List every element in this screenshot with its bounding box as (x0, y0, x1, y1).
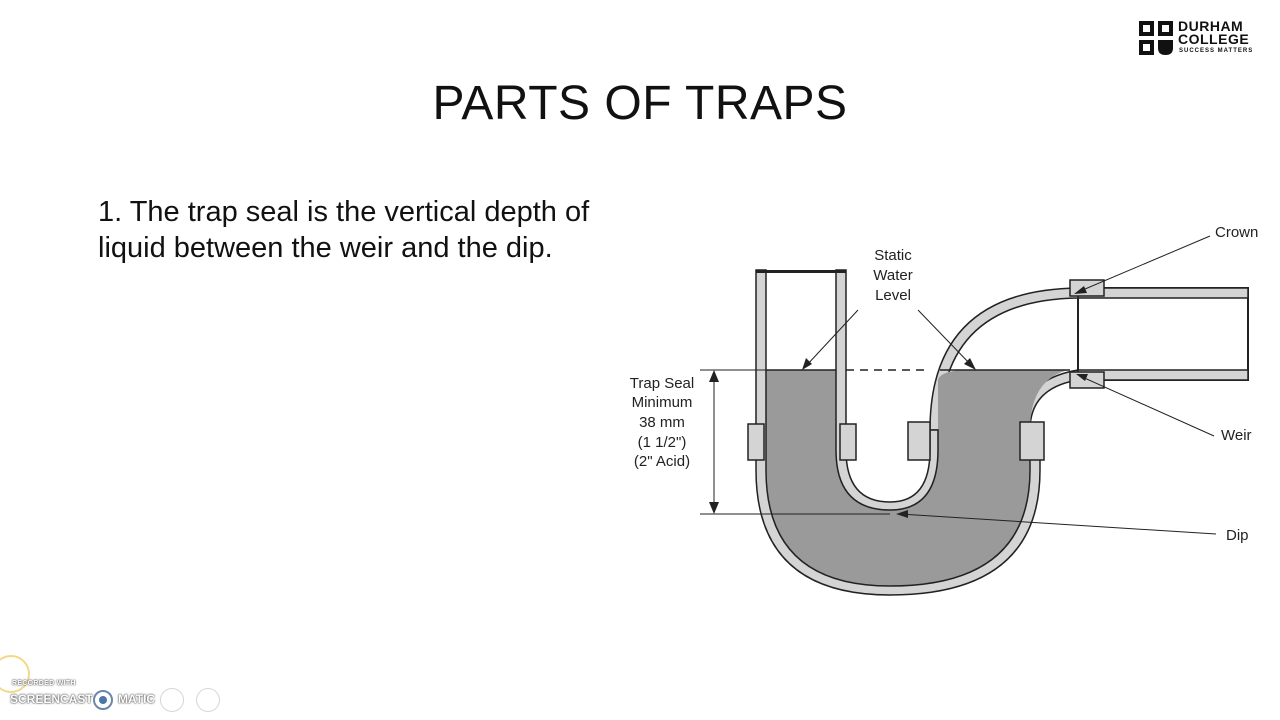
fitting-right-outer (1019, 421, 1045, 461)
more-options-icon[interactable] (196, 688, 220, 712)
shield-logo-icon (1139, 21, 1173, 55)
trap-seal-arrow-down (709, 502, 719, 514)
screencast-logo-icon (93, 690, 113, 710)
label-static-3: Level (875, 287, 911, 304)
label-trap-seal-4: (1 1/2") (638, 434, 687, 451)
watermark-brand-right: MATIC (118, 692, 156, 706)
weir-leader-arrow (1076, 374, 1088, 381)
outlet-pipe (1077, 287, 1249, 381)
label-crown: Crown (1215, 224, 1258, 241)
label-weir: Weir (1221, 427, 1252, 444)
fitting-crown-bottom (1069, 371, 1105, 389)
dip-leader-arrow (896, 510, 908, 518)
label-trap-seal-1: Trap Seal (630, 375, 694, 392)
static-leader-right (917, 309, 973, 367)
fitting-left-outer (747, 423, 765, 461)
label-trap-seal-5: (2" Acid) (634, 453, 690, 470)
fitting-right-inner (907, 421, 931, 461)
label-trap-seal-2: Minimum (632, 394, 693, 411)
durham-college-logo: DURHAM COLLEGE SUCCESS MATTERS (1138, 18, 1263, 58)
inlet-pipe-cap (756, 270, 846, 273)
p-trap-diagram: Static Water Level Crown Weir Dip Trap S… (630, 224, 1258, 596)
weir-leader (1079, 375, 1215, 437)
zoom-icon[interactable] (160, 688, 184, 712)
logo-text-college: COLLEGE (1178, 31, 1250, 47)
watermark-brand-left: SCREENCAST (10, 692, 93, 706)
label-trap-seal-3: 38 mm (639, 414, 685, 431)
trap-inner-wall (835, 269, 939, 511)
trap-water (766, 370, 1068, 588)
trap-seal-arrow-up (709, 370, 719, 382)
label-static-2: Water (873, 267, 912, 284)
watermark-recorded-with: RECORDED WITH (12, 680, 76, 687)
logo-text-durham: DURHAM (1178, 18, 1244, 34)
logo-tagline: SUCCESS MATTERS (1179, 48, 1254, 54)
cursor-highlight-ring (0, 655, 30, 693)
slide-title: PARTS OF TRAPS (432, 77, 848, 130)
static-leader-left-arrow (802, 358, 812, 370)
slide-body-text: 1. The trap seal is the vertical depth o… (98, 196, 590, 264)
label-static-1: Static (874, 247, 912, 264)
fitting-left-inner (839, 423, 857, 461)
crown-leader-arrow (1074, 286, 1087, 294)
crown-leader (1077, 235, 1211, 293)
static-leader-left (805, 309, 859, 367)
label-dip: Dip (1226, 527, 1249, 544)
static-leader-right-arrow (964, 358, 976, 370)
dip-leader (899, 513, 1217, 535)
